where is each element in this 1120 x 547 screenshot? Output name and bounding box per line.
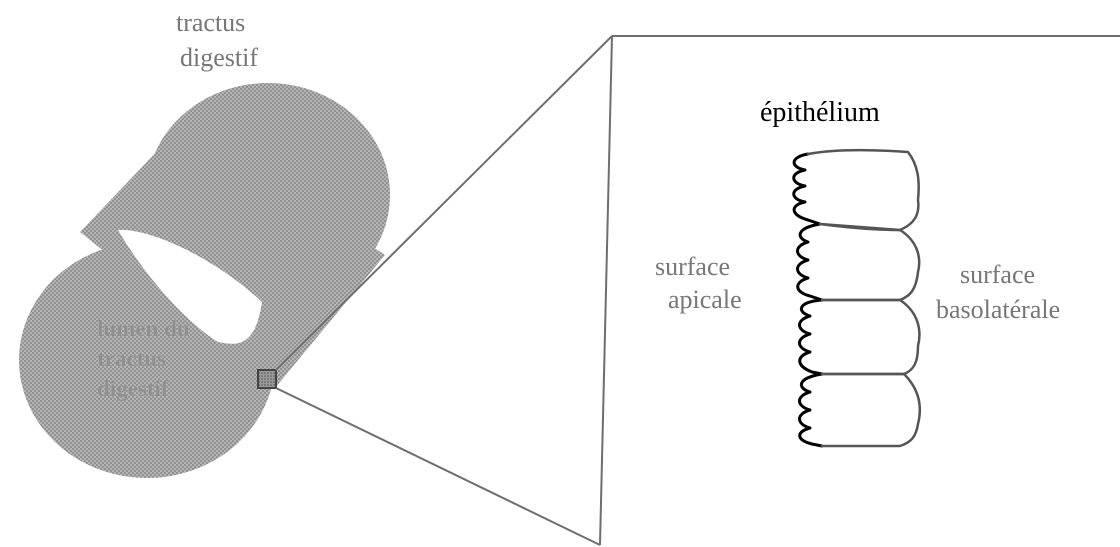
microvilli: [798, 224, 823, 300]
epithelial-cell-3: [800, 300, 920, 374]
microvilli: [794, 154, 820, 224]
epithelial-cell-1: [794, 150, 919, 230]
microvilli: [800, 374, 823, 446]
basolateral-surface-label-line2: basolatérale: [936, 295, 1060, 325]
basolateral-membrane: [822, 300, 919, 374]
apical-surface-label-line2: apicale: [668, 285, 742, 315]
tract-label-line2: digestif: [180, 43, 258, 73]
basolateral-surface-label-line1: surface: [960, 260, 1035, 290]
tract-label-line1: tractus: [176, 8, 245, 38]
microvilli: [800, 300, 823, 374]
basolateral-membrane: [822, 374, 920, 446]
apical-surface-label-line1: surface: [655, 252, 730, 282]
lumen-label-line1: lumen du: [97, 314, 190, 343]
basolateral-membrane: [820, 224, 919, 300]
zoom-line-bottom: [276, 388, 600, 545]
epithelium-label: épithélium: [760, 98, 880, 128]
frame-left-edge: [600, 36, 612, 545]
basolateral-membrane: [808, 150, 919, 230]
epithelial-cells: [794, 150, 920, 446]
epithelial-cell-2: [798, 224, 920, 300]
magnified-region-marker: [258, 370, 276, 388]
lumen-label-line3: digestif: [97, 374, 169, 403]
lumen-label-line2: tractus: [97, 344, 166, 373]
epithelial-cell-4: [800, 374, 920, 446]
digestive-tract-tube: [19, 83, 390, 478]
